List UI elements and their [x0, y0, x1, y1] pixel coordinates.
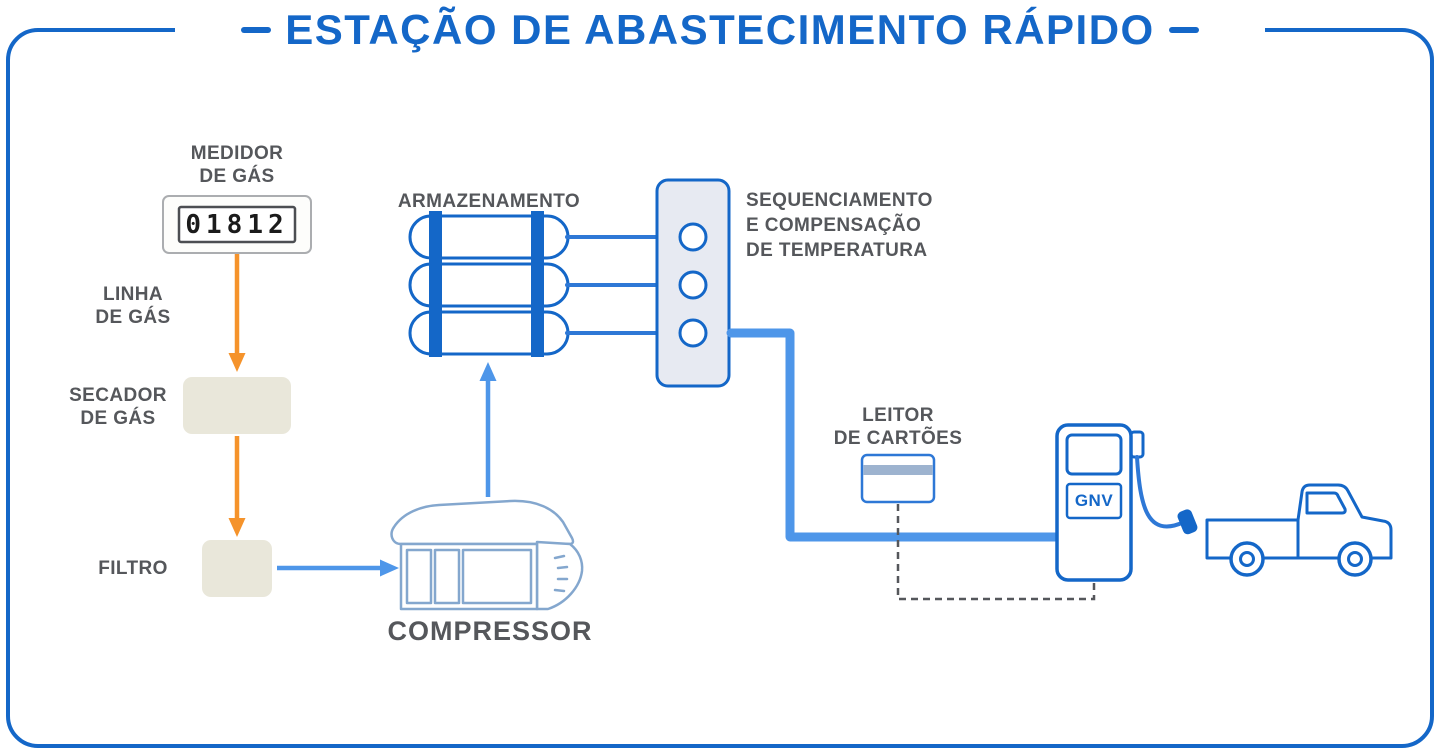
- fuel-hose: [1135, 455, 1186, 529]
- gas-dryer-box: [183, 377, 291, 434]
- page-title: ESTAÇÃO DE ABASTECIMENTO RÁPIDO: [285, 6, 1155, 53]
- card-reader-icon: [860, 453, 936, 504]
- sequencing-panel-icon: [655, 178, 731, 388]
- filter-box: [202, 540, 272, 597]
- filter-to-compressor-arrow-icon: [277, 559, 399, 577]
- storage-to-panel-lines: [565, 235, 662, 335]
- dryer-to-filter-arrow-icon: [228, 436, 246, 537]
- title-bar: ESTAÇÃO DE ABASTECIMENTO RÁPIDO: [175, 4, 1265, 56]
- compressor-icon: [390, 499, 584, 611]
- title-right-dash-icon: [1168, 27, 1199, 33]
- gas-meter-icon: [162, 195, 312, 254]
- high-pressure-pipe: [726, 328, 1060, 542]
- truck-icon: [1205, 483, 1393, 577]
- storage-cylinders-icon: [408, 211, 570, 357]
- compressor-to-storage-arrow-icon: [479, 362, 497, 497]
- gas-line-arrow-icon: [228, 254, 246, 372]
- card-reader-dashed-line: [896, 504, 1096, 601]
- fuel-nozzle-icon: [1177, 509, 1198, 535]
- title-left-dash-icon: [241, 27, 272, 33]
- dispenser-icon: [1055, 423, 1145, 582]
